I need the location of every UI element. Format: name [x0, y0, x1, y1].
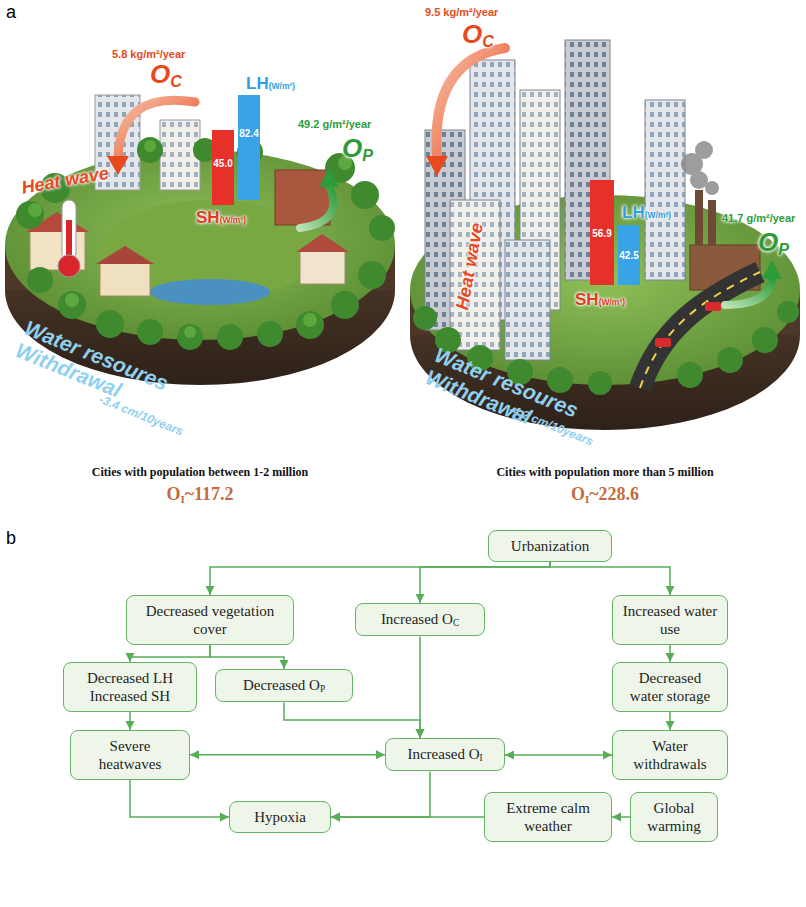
- panel-letter: a: [6, 2, 16, 23]
- bar-value: 82.4: [238, 128, 260, 140]
- heatwave-label: Heat wave: [20, 163, 110, 199]
- process-box: Extreme calm weather: [484, 792, 612, 842]
- connector-line: [210, 645, 284, 669]
- arrow-head: [331, 813, 340, 822]
- index-value: OI~117.2: [10, 484, 390, 506]
- arrow-head: [126, 653, 135, 662]
- arrow-head: [416, 594, 425, 603]
- connector-line: [130, 645, 210, 662]
- box-text: Decreased vegetation cover: [135, 602, 285, 638]
- box-text: Increased OI: [407, 745, 482, 764]
- connector-line: [419, 636, 421, 738]
- connector: [331, 813, 484, 822]
- flux-value: 5.8 kg/m²/year: [112, 48, 185, 61]
- flux-value: 49.2 g/m²/year: [298, 118, 371, 131]
- connector-line: [331, 771, 430, 817]
- connector: [126, 645, 211, 662]
- box-text: Extreme calm weather: [493, 799, 603, 835]
- arrow-head: [376, 750, 385, 759]
- flux-symbol: OP: [758, 228, 789, 259]
- box-text: Decreased OP: [243, 676, 325, 695]
- panel-letter: b: [6, 528, 16, 549]
- connector: [416, 562, 551, 603]
- box-text: Severe heatwaves: [79, 737, 181, 773]
- connector: [550, 562, 675, 595]
- flux-value: 9.5 kg/m²/year: [425, 6, 498, 19]
- arrow-head: [666, 653, 675, 662]
- box-text: Hypoxia: [254, 808, 306, 826]
- connector: [210, 645, 289, 669]
- water-trend: -3.4 cm/10years: [97, 393, 185, 439]
- heat-flux-label: SH(W/m²): [196, 208, 246, 228]
- process-box: Global warming: [630, 792, 718, 842]
- box-text: Global warming: [639, 799, 709, 835]
- arrow-head: [666, 586, 675, 595]
- connector-line: [505, 754, 612, 756]
- process-box: Decreased LH Increased SH: [63, 662, 197, 712]
- box-text: Decreased LH Increased SH: [72, 669, 188, 705]
- connector-line: [130, 780, 229, 817]
- process-box: Urbanization: [488, 530, 612, 562]
- arrow-head: [603, 751, 612, 760]
- connector: [190, 750, 385, 759]
- connector-line: [550, 562, 670, 595]
- process-box: Hypoxia: [229, 801, 331, 833]
- arrow-head: [505, 751, 514, 760]
- connector: [505, 751, 612, 760]
- connector-line: [420, 562, 550, 603]
- process-box: Increased OC: [355, 603, 485, 636]
- bar-value: 56.9: [590, 228, 614, 240]
- process-box: Severe heatwaves: [70, 730, 190, 780]
- connector-line: [284, 702, 420, 738]
- flux-symbol: OC: [150, 60, 182, 91]
- arrow-head: [126, 721, 135, 730]
- process-box: Decreased water storage: [612, 662, 728, 712]
- arrow-head: [220, 813, 229, 822]
- connector: [331, 771, 430, 821]
- connector: [130, 780, 229, 822]
- arrow-head: [331, 813, 340, 822]
- flux-symbol: OP: [342, 134, 373, 165]
- panel-caption: Cities with population more than 5 milli…: [415, 466, 795, 480]
- arrow-head: [416, 729, 425, 738]
- heatwave-label: Heat wave: [452, 221, 488, 311]
- box-text: Urbanization: [511, 537, 589, 555]
- box-text: Increased water use: [621, 602, 719, 638]
- connector: [416, 636, 425, 738]
- flux-symbol: OC: [462, 20, 494, 51]
- arrow-head: [612, 813, 621, 822]
- bar-value: 42.5: [618, 250, 640, 262]
- flux-value: 41.7 g/m²/year: [722, 212, 795, 225]
- arrow-head: [666, 721, 675, 730]
- process-box: Increased OI: [385, 738, 505, 771]
- arrow-head: [280, 660, 289, 669]
- connector: [126, 712, 135, 730]
- process-box: Decreased vegetation cover: [126, 595, 294, 645]
- water-label: Water resoures Withdrawal: [12, 316, 192, 426]
- connector: [666, 712, 675, 730]
- bar-value: 45.0: [212, 158, 234, 170]
- arrow-head: [416, 729, 425, 738]
- heat-flux-label: LH(W/m²): [246, 74, 295, 94]
- box-text: Water withdrawals: [621, 737, 719, 773]
- heat-flux-label: SH(W/m²): [575, 290, 625, 310]
- connector: [284, 702, 425, 738]
- connector: [612, 813, 630, 822]
- process-box: Decreased OP: [215, 669, 353, 702]
- box-text: Decreased water storage: [621, 669, 719, 705]
- index-value: OI~228.6: [415, 484, 795, 506]
- arrow-head: [206, 586, 215, 595]
- box-text: Increased OC: [381, 610, 459, 629]
- connector: [666, 645, 675, 662]
- process-box: Water withdrawals: [612, 730, 728, 780]
- connector-line: [331, 816, 484, 818]
- panel-caption: Cities with population between 1-2 milli…: [10, 466, 390, 480]
- connector-line: [190, 754, 385, 756]
- process-box: Increased water use: [612, 595, 728, 645]
- heat-flux-label: LH(W/m²): [622, 203, 671, 223]
- arrow-head: [190, 750, 199, 759]
